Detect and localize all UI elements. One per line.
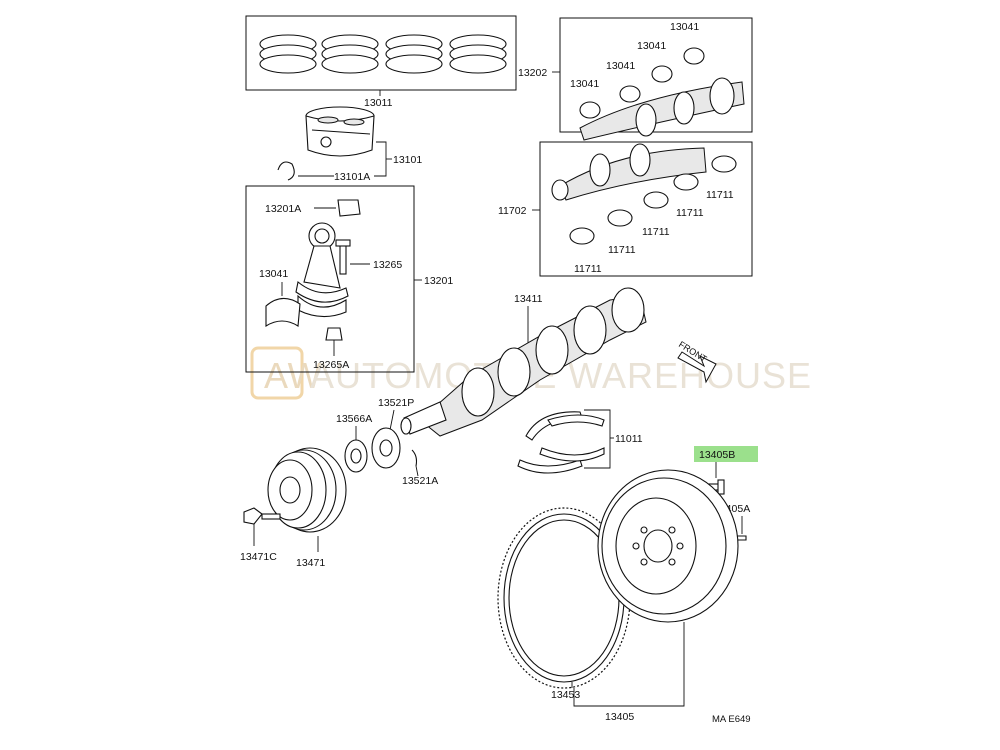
label-11711-d[interactable]: 11711 [608,244,636,256]
label-13566a[interactable]: 13566A [336,413,372,425]
flywheel-ring-gear[interactable] [497,507,631,689]
crankshaft-main-view[interactable] [551,143,707,201]
label-13041-rod[interactable]: 13041 [259,268,288,280]
label-11711-c[interactable]: 11711 [642,226,670,238]
crank-key[interactable] [411,449,418,467]
label-13453[interactable]: 13453 [551,689,580,701]
crank-spacer[interactable] [344,439,368,473]
label-11702[interactable]: 11702 [498,205,527,217]
crankshaft[interactable] [400,287,647,437]
label-13405b[interactable]: 13405B [699,449,735,461]
piston[interactable] [305,106,375,157]
label-11711-b[interactable]: 11711 [676,207,704,219]
crank-pulley[interactable] [267,447,347,533]
main-crank-bearings[interactable] [569,155,737,245]
rod-nut[interactable] [325,327,343,341]
label-13471c[interactable]: 13471C [240,551,277,563]
upper-bearing-box [559,17,753,133]
label-13041-a[interactable]: 13041 [670,21,699,33]
connecting-rod[interactable] [295,222,349,318]
upper-crank-bearings[interactable] [579,47,705,119]
watermark-badge-frame [250,346,304,400]
crank-pulley-group: 13471 13471C [240,447,347,569]
label-13041-c[interactable]: 13041 [606,60,635,72]
label-13405[interactable]: 13405 [605,711,634,723]
crank-timing-sprocket[interactable] [371,427,401,469]
label-13201a[interactable]: 13201A [265,203,301,215]
label-11011[interactable]: 11011 [615,433,643,445]
label-13011[interactable]: 13011 [364,97,393,109]
crankshaft-upper-view[interactable] [579,77,745,141]
label-13471[interactable]: 13471 [296,557,325,569]
crank-sprocket-group: 13521A [344,427,438,487]
label-13202[interactable]: 13202 [518,67,547,79]
label-13041-d[interactable]: 13041 [570,78,599,90]
pulley-bolt[interactable] [243,507,281,525]
piston-ring-set[interactable] [259,34,507,74]
watermark-badge: AW [264,355,323,396]
connecting-rod-box [245,185,415,373]
main-bearing-box [539,141,753,277]
rod-bushing[interactable] [337,199,361,217]
upper-bearing-group: 13202 13041 13041 13041 13041 [518,17,753,141]
front-direction-indicator: FRONT [677,339,717,384]
piston-ring-group: 13011 [245,15,517,109]
piston-ring-box [245,15,517,91]
front-arrow-icon [677,351,717,384]
label-11711-a[interactable]: 11711 [706,189,734,201]
flywheel[interactable] [597,469,739,623]
label-13041-b[interactable]: 13041 [637,40,666,52]
diagram-code: MA E649 [712,714,751,725]
label-13265[interactable]: 13265 [373,259,402,271]
label-13201[interactable]: 13201 [424,275,453,287]
main-bearing-group: 11702 11711 11711 11711 11711 11711 [498,141,753,277]
thrust-washer-group: 11011 [517,409,643,474]
label-13521a[interactable]: 13521A [402,475,438,487]
piston-snap-ring[interactable] [277,161,295,181]
ring-gear-group: 13453 [497,507,631,701]
rod-bearing[interactable] [265,297,301,327]
rod-bolt[interactable] [339,243,347,275]
flywheel-group: 13405B 13405A 13405 [573,446,758,723]
label-13411[interactable]: 13411 [514,293,543,305]
label-11711-e[interactable]: 11711 [574,263,602,275]
highlight-13405b [694,446,758,462]
connecting-rod-group: 13201A 13265 13041 13265A 13201 [245,185,453,373]
label-13265a[interactable]: 13265A [313,359,349,371]
label-13101[interactable]: 13101 [393,154,422,166]
thrust-washers[interactable] [517,411,605,474]
piston-group: 13101 13101A [277,106,422,183]
crankshaft-group: 13411 13521P 13566A [336,287,647,440]
label-13101a[interactable]: 13101A [334,171,370,183]
label-13521p[interactable]: 13521P [378,397,414,409]
